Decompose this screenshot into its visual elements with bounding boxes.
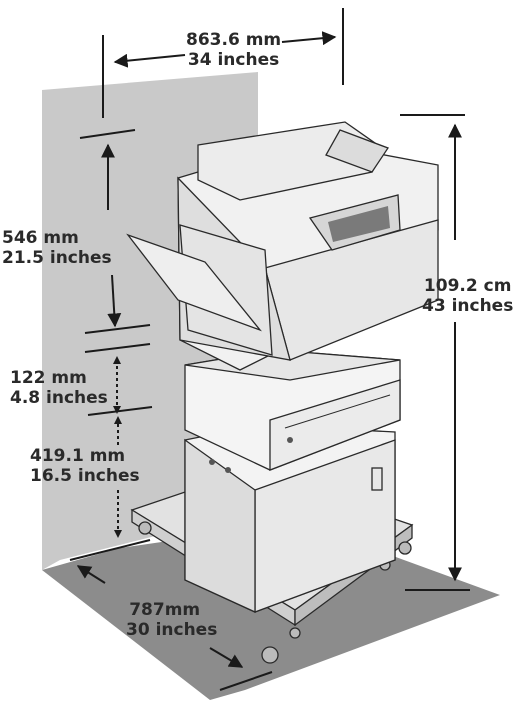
storage-cabinet xyxy=(184,424,396,614)
depth-inches-text: 30 inches xyxy=(126,620,218,640)
depth-mm-text: 787mm xyxy=(129,600,201,620)
width-mm-text: 863.6 mm xyxy=(186,30,282,50)
caster-wheel xyxy=(398,541,412,555)
tray-height-mm-text: 122 mm xyxy=(10,368,87,388)
width-inches-text: 34 inches xyxy=(187,50,280,70)
width-label: 863.6 mm 34 inches xyxy=(186,30,281,70)
total-height-inches-text: 43 inches xyxy=(422,296,514,316)
tray-height-label: 122 mm 4.8 inches xyxy=(10,368,108,408)
printer-height-label: 546 mm 21.5 inches xyxy=(2,228,112,268)
cabinet-height-mm-text: 419.1 mm xyxy=(30,446,126,466)
cabinet-height-inches-text: 16.5 inches xyxy=(30,466,140,486)
printer-height-inches-text: 21.5 inches xyxy=(2,248,112,268)
depth-label: 787mm 30 inches xyxy=(112,600,217,640)
caster-wheel xyxy=(261,646,279,664)
tray-height-inches-text: 4.8 inches xyxy=(10,388,108,408)
cabinet-height-label: 419.1 mm 16.5 inches xyxy=(30,446,140,486)
caster-wheel xyxy=(138,521,152,535)
total-height-cm-text: 109.2 cm xyxy=(423,276,512,296)
printer-height-mm-text: 546 mm xyxy=(2,228,79,248)
caster-wheel xyxy=(289,627,301,639)
total-height-label: 109.2 cm 43 inches xyxy=(422,276,513,316)
printer-body xyxy=(126,121,439,371)
